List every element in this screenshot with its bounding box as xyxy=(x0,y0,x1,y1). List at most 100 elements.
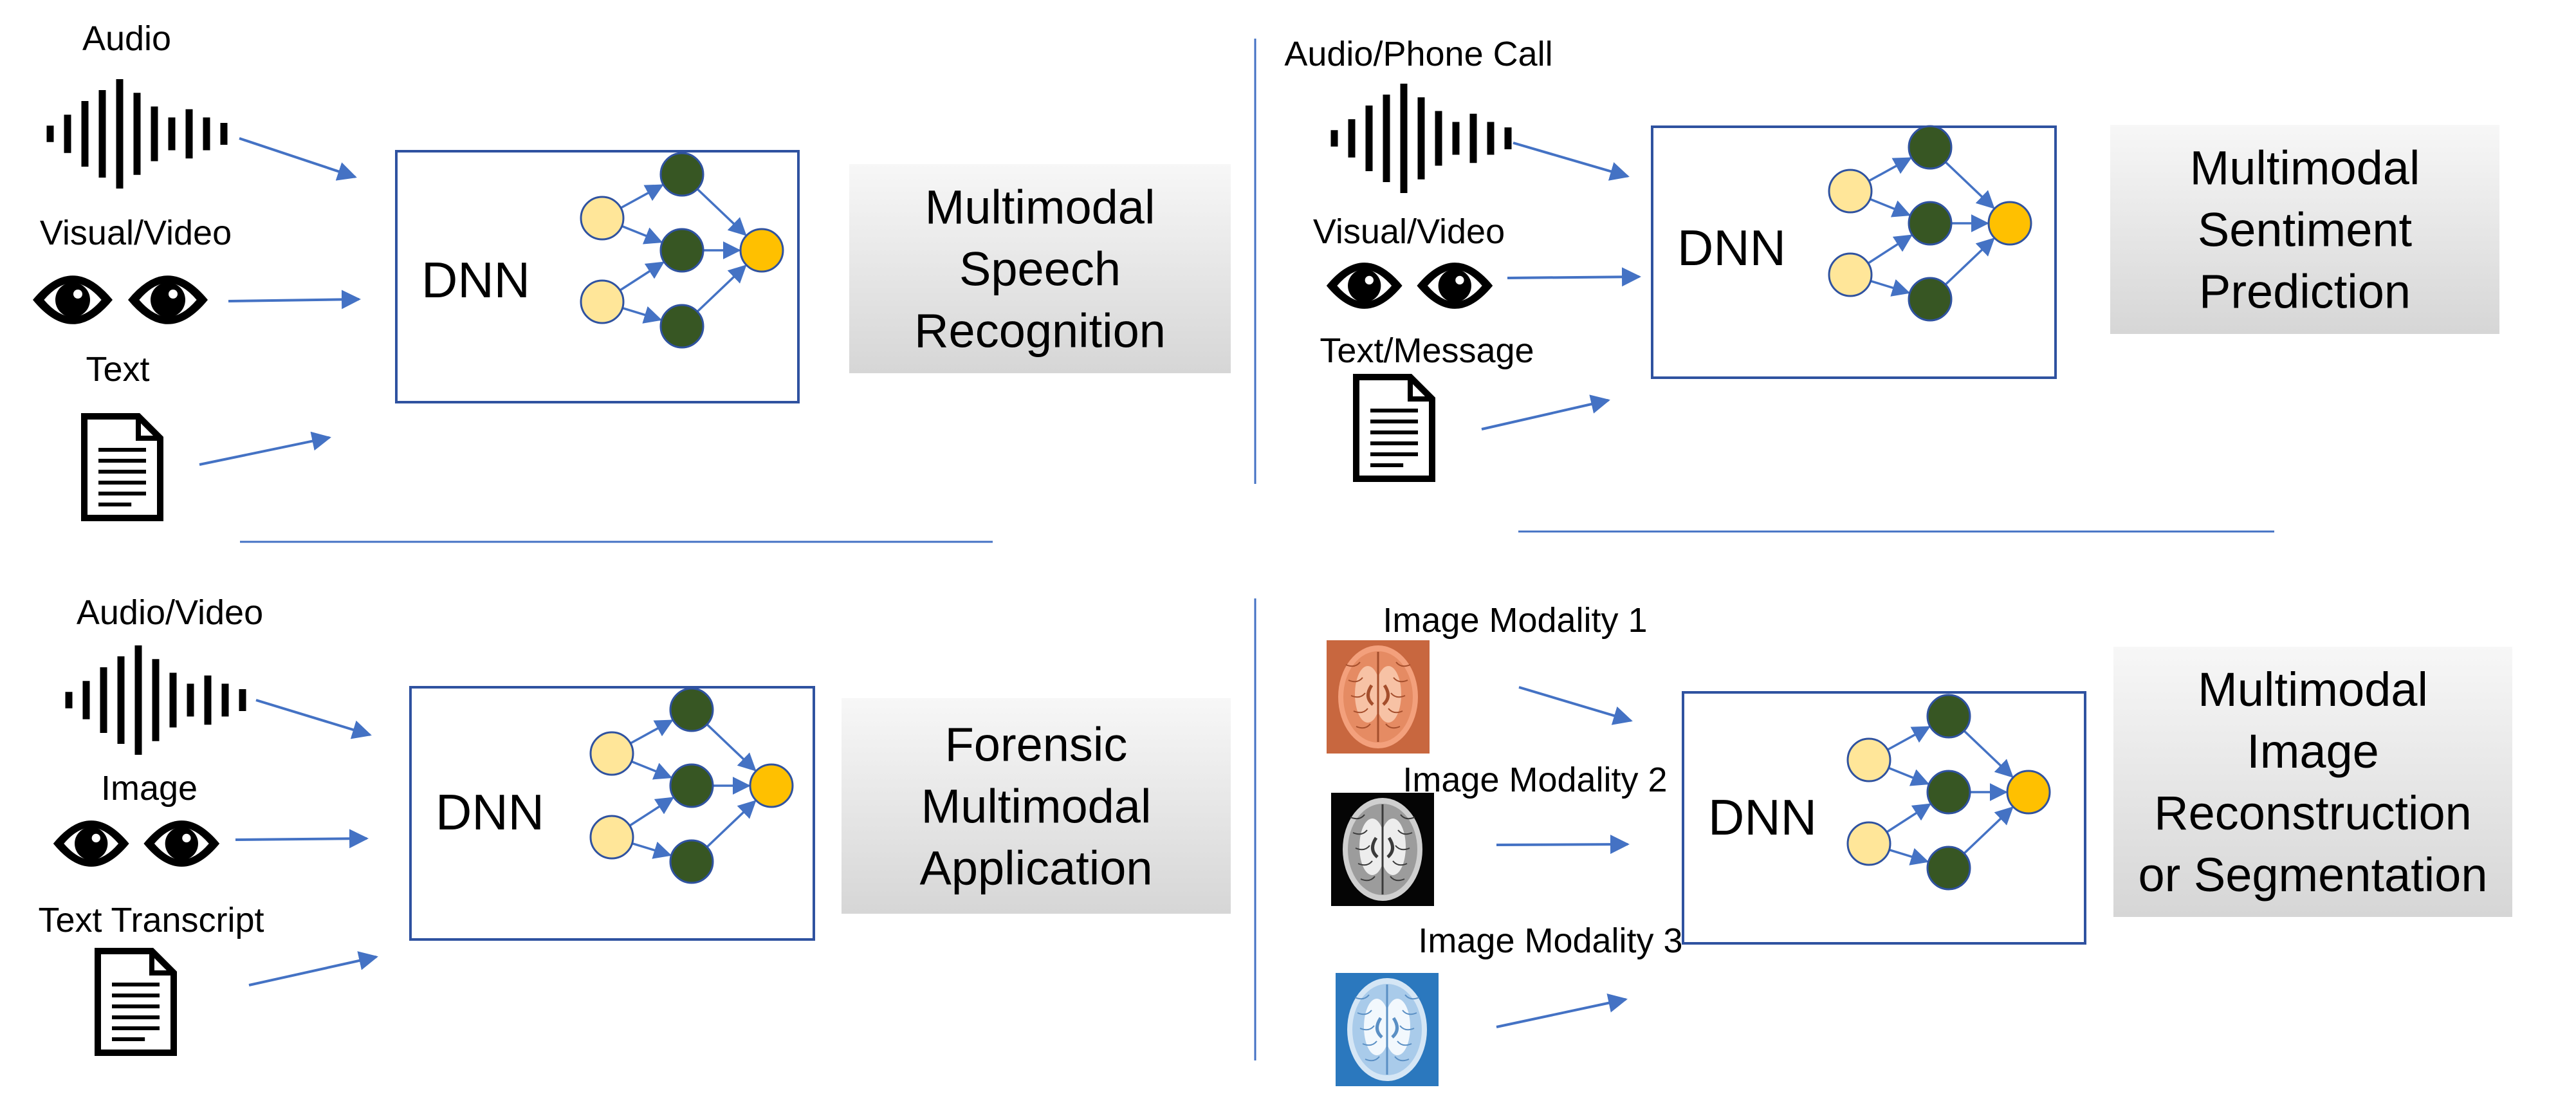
waveform-bar xyxy=(152,659,160,741)
network-edge xyxy=(1887,726,1931,751)
scan-sulcus xyxy=(1352,829,1368,835)
scan-sulcus xyxy=(1355,845,1370,851)
hidden-node xyxy=(669,763,714,808)
result-label-line: Reconstruction xyxy=(2154,786,2472,840)
document-fold xyxy=(149,951,174,976)
network-edge xyxy=(1963,806,2014,855)
waveform-bar xyxy=(81,101,89,167)
result-box xyxy=(842,698,1231,914)
waveform-bar xyxy=(1487,122,1495,155)
scan-sulcus xyxy=(1395,661,1411,667)
input-arrow xyxy=(248,951,378,986)
input-modality: Visual/Video xyxy=(33,214,361,324)
input-modality: Visual/Video xyxy=(1313,212,1641,309)
waveform-bar xyxy=(65,692,73,708)
input-node xyxy=(580,279,625,324)
scan-sulcus xyxy=(1397,829,1413,835)
waveform-bar xyxy=(82,681,90,719)
document-fold xyxy=(136,416,160,441)
scan-sulcus xyxy=(1357,860,1373,866)
input-modality: Image xyxy=(53,769,369,867)
waveform-bar xyxy=(46,125,54,142)
output-node xyxy=(2006,770,2051,815)
waveform-bar xyxy=(1400,84,1408,193)
result-label-line: Application xyxy=(919,842,1152,895)
network-edge xyxy=(630,719,674,745)
network-edge xyxy=(1889,847,1929,865)
eye-icon xyxy=(128,275,208,324)
scan-ventricles xyxy=(1371,837,1394,858)
panel-imaging: Image Modality 1 Image Modality 2 Image Mo… xyxy=(1327,601,2512,1086)
scan-sulcus xyxy=(1390,876,1405,882)
dnn-label: DNN xyxy=(1708,789,1817,846)
panels-layer: AudioVisual/VideoTextDNNMultimodalSpeech… xyxy=(33,19,2512,1086)
waveform-bar xyxy=(220,123,228,145)
result-label-line: Image xyxy=(2247,725,2379,778)
result-label-line: Multimodal xyxy=(2190,142,2420,195)
input-modality: Image Modality 3 xyxy=(1336,921,1683,1086)
scan-sulcus xyxy=(1348,677,1363,683)
result-label-line: Sentiment xyxy=(2198,203,2413,257)
result-label-line: Prediction xyxy=(2199,265,2411,319)
eye-glint xyxy=(182,833,191,843)
waveform-bar xyxy=(151,106,158,162)
scan-ventricles xyxy=(1366,684,1390,706)
input-arrow xyxy=(1496,835,1630,855)
input-label: Image Modality 2 xyxy=(1403,761,1667,799)
waveform-bar xyxy=(1365,106,1373,171)
scan-sulcus xyxy=(1359,1025,1375,1031)
eye-icon xyxy=(33,275,113,324)
input-label: Visual/Video xyxy=(1313,212,1505,251)
eye-pupil xyxy=(75,827,108,860)
input-arrow xyxy=(199,431,331,466)
input-arrow xyxy=(1513,142,1630,181)
scan-sulcus xyxy=(1397,1041,1412,1046)
scan-sulcus xyxy=(1350,692,1366,698)
input-label: Audio/Video xyxy=(77,593,263,632)
input-label: Audio/Phone Call xyxy=(1284,35,1552,73)
hidden-node xyxy=(659,228,704,273)
scan-sulcus xyxy=(1357,1010,1372,1015)
input-node xyxy=(589,731,634,776)
waveform-bar xyxy=(1452,122,1460,155)
result-label-line: Speech xyxy=(959,243,1121,296)
scan-sulcus xyxy=(1388,708,1403,714)
input-label: Audio xyxy=(82,19,171,58)
input-label: Image xyxy=(101,769,198,808)
eye-glint xyxy=(1365,275,1374,285)
brain-scan-icon xyxy=(1327,640,1430,754)
neural-network-icon xyxy=(1846,694,2051,891)
waveform-bar xyxy=(116,79,124,189)
input-arrow xyxy=(1496,993,1628,1028)
scan-sulcus xyxy=(1392,860,1408,866)
input-modality: Audio xyxy=(46,19,357,189)
waveform-bar xyxy=(1348,119,1356,158)
eye-pupil xyxy=(1438,269,1471,302)
waveform-bar xyxy=(168,117,176,151)
eye-icon xyxy=(53,820,129,867)
input-modality: Image Modality 2 xyxy=(1331,761,1668,906)
waveform-bar xyxy=(117,656,125,744)
result-label-line: Multimodal xyxy=(921,780,1152,833)
input-label: Text xyxy=(86,350,149,389)
waveform-bar xyxy=(203,117,210,151)
document-icon xyxy=(95,948,177,1056)
network-edge xyxy=(632,841,672,859)
panel-speech: AudioVisual/VideoTextDNNMultimodalSpeech… xyxy=(33,19,1231,521)
eye-glint xyxy=(91,833,100,843)
input-modality: Text Transcript xyxy=(38,901,378,1056)
scan-sulcus xyxy=(1354,994,1370,1000)
output-node xyxy=(739,228,784,273)
scan-sulcus xyxy=(1393,677,1408,683)
eye-pupil xyxy=(1348,269,1381,302)
output-node xyxy=(1987,201,2032,246)
hidden-node xyxy=(659,304,704,349)
scan-sulcus xyxy=(1400,814,1415,820)
result-label-line: Recognition xyxy=(914,304,1166,358)
eye-glint xyxy=(73,290,82,299)
input-label: Text/Message xyxy=(1320,331,1534,370)
input-modality: Image Modality 1 xyxy=(1327,601,1648,754)
waveform-bar xyxy=(187,683,194,717)
scan-sulcus xyxy=(1353,708,1368,714)
input-arrow xyxy=(239,137,357,181)
